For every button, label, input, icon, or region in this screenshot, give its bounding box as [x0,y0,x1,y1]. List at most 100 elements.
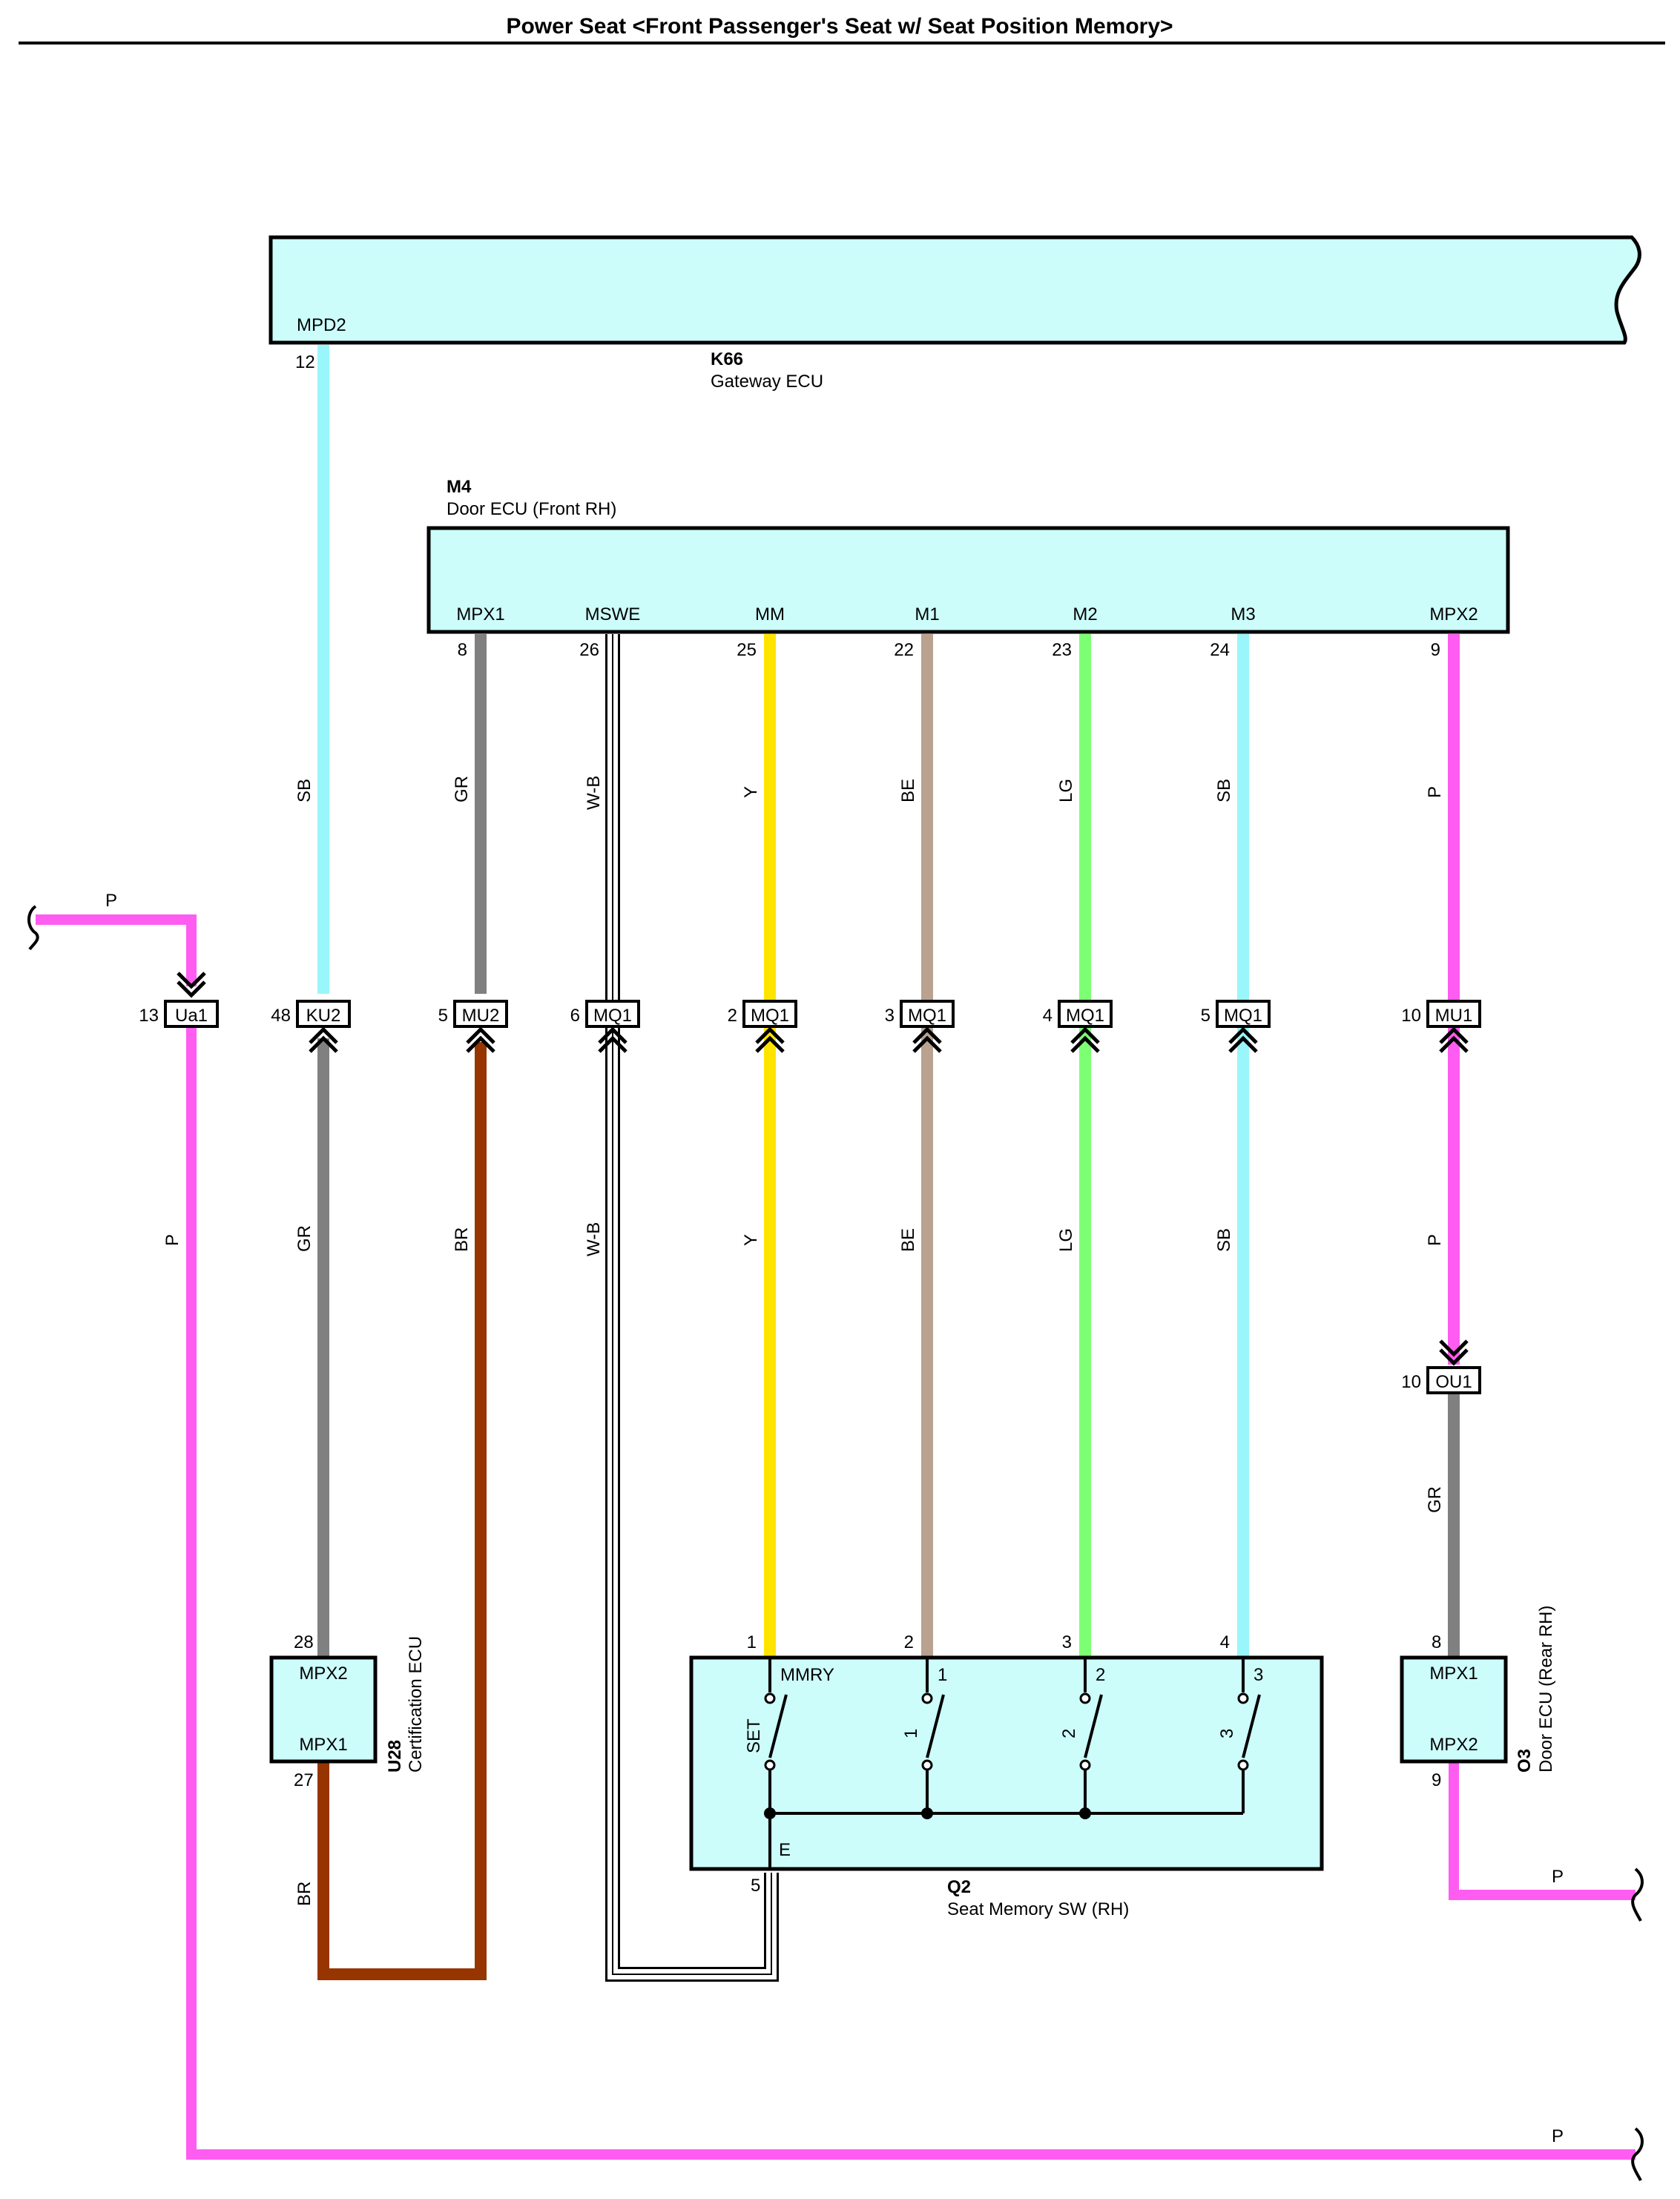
connector-pin: 13 [139,1006,159,1026]
switch-contact [1079,1759,1091,1771]
connector-box [1426,1000,1481,1028]
m4-pin-name: MPX2 [1429,604,1478,624]
junction-dot [921,1807,933,1819]
q2-terminal-label: 2 [1096,1665,1105,1685]
wire-labels: P P P P SB GR W-B Y BE LG SB P GR BR W-B… [105,776,1564,2146]
q2-pin-number: 4 [1220,1632,1230,1652]
k66-box [269,235,1641,345]
m4-pin-name: M3 [1231,604,1255,624]
connector-name: MQ1 [908,1006,946,1026]
u28-pin-bottom-name: MPX1 [299,1735,347,1755]
connector-pin: 48 [271,1006,291,1026]
wire-p-left-top [36,914,197,986]
connector-box [164,1000,219,1028]
wire-label-gr: GR [1425,1486,1445,1513]
switch-contact [1079,1692,1091,1704]
o3-pin-bottom-name: MPX2 [1429,1735,1478,1755]
q2-switch-label: 3 [1217,1729,1237,1738]
connector-chevrons [755,1026,785,1053]
connector-chevrons [466,1026,495,1053]
wire-break-mark [1631,2127,1644,2181]
connector-box [742,1000,797,1028]
k66-id: K66 [711,349,743,369]
wire-label-p: P [1552,1867,1564,1887]
connector-mq1: MQ1 4 [1043,1000,1113,1053]
connector-name: MQ1 [1066,1006,1104,1026]
o3-pin-bottom: 9 [1432,1770,1441,1790]
junction-dot [1079,1807,1091,1819]
switch-contact [921,1759,933,1771]
o3-box [1400,1655,1508,1764]
connector-pin: 10 [1401,1372,1421,1392]
switch-contact [1237,1692,1249,1704]
ou1-chevrons [1439,1339,1469,1366]
q2-pin-number: 3 [1062,1632,1072,1652]
q2-switch-label: 2 [1059,1729,1079,1738]
m4-box [426,526,1510,634]
wire-break-mark [27,905,39,951]
connector-chevrons [309,1026,338,1053]
switch-3: 3 2 2 [1059,1632,1105,1813]
u28-pin-top: 28 [294,1632,314,1652]
connector-name: MQ1 [1224,1006,1262,1026]
switch-2: 211 [901,1632,947,1813]
m4-pin-number: 23 [1052,640,1072,660]
switch-contact [1237,1759,1249,1771]
wire-label-sb: SB [1214,779,1234,802]
u28-box [269,1655,378,1764]
wire-label-lg: LG [1056,1228,1076,1252]
connector-box [1058,1000,1113,1028]
q2-ground-pin: 5 [751,1876,760,1896]
connector-chevrons [1070,1026,1100,1053]
wire-br-loop [317,1042,487,1980]
wire-label-wb: W-B [584,776,604,810]
connector-name: Ua1 [175,1006,208,1026]
q2-name: Seat Memory SW (RH) [947,1899,1129,1919]
wire-label-y: Y [741,786,761,798]
q2-switch-label: SET [744,1718,764,1753]
wire-label-p: P [1425,786,1445,798]
wire-label-gr: GR [294,1225,314,1252]
wire-label-p: P [1425,1234,1445,1246]
connector-box [585,1000,640,1028]
connector-chevrons [1228,1026,1258,1053]
junction-dot [764,1807,776,1819]
m4-name: Door ECU (Front RH) [447,499,616,519]
wire-label-sb: SB [1214,1228,1234,1252]
u28-pin-bottom: 27 [294,1770,314,1790]
connector-box [1216,1000,1271,1028]
q2-terminal-label: 3 [1254,1665,1263,1685]
connector-pin: 4 [1043,1006,1053,1026]
m4-pin-name: MSWE [585,604,641,624]
m4-pin-name: M2 [1073,604,1097,624]
wire-break-mark [1631,1867,1644,1922]
u28-pin-top-name: MPX2 [299,1664,347,1684]
m4-id: M4 [447,477,472,497]
m4-pin-number: 8 [458,640,467,660]
wire-wb-center [612,634,772,1975]
k66-name: Gateway ECU [711,372,823,392]
o3-pin-top-name: MPX1 [1429,1664,1478,1684]
wire-label-be: BE [898,1228,918,1252]
wire-label-p: P [1552,2126,1564,2146]
wire-label-p: P [162,1234,182,1246]
m4-pin-name: M1 [915,604,939,624]
q2-id: Q2 [947,1877,971,1897]
o3-pin-top: 8 [1432,1632,1441,1652]
k66-pin-num: 12 [295,352,315,372]
q2-box [689,1655,1324,1871]
wire-label-br: BR [452,1227,472,1252]
ua1-chevrons [177,972,206,998]
connector-ua1: Ua1 13 [139,1000,219,1028]
q2-terminal-label: MMRY [780,1665,834,1685]
connector-pin: 6 [570,1006,580,1026]
wire-label-wb: W-B [584,1222,604,1256]
m4-pin-number: 22 [894,640,914,660]
connector-name: MQ1 [751,1006,789,1026]
m4-pin-number: 25 [737,640,757,660]
